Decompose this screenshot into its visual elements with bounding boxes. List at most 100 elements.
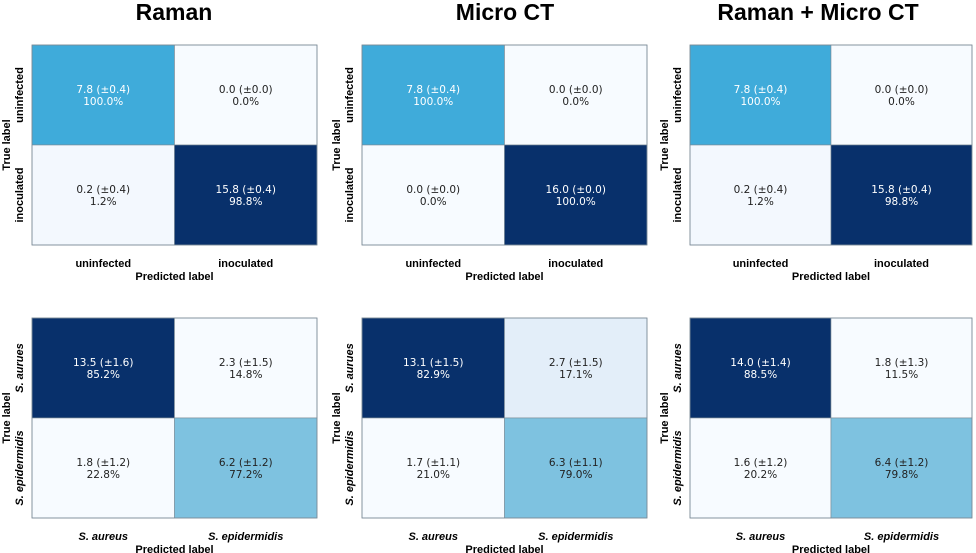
cell-percent-label: 22.8% <box>87 469 120 481</box>
cell-count-label: 6.3 (±1.1) <box>549 457 603 469</box>
cell-percent-label: 98.8% <box>229 196 262 208</box>
cell-percent-label: 100.0% <box>413 96 453 108</box>
confusion-matrix-panel: 7.8 (±0.4)100.0% 0.0 (±0.0)0.0% 0.2 (±0.4)… <box>1 44 318 283</box>
x-axis-label: Predicted label <box>135 271 213 283</box>
y-axis-label: True label <box>331 392 343 443</box>
matrix-cell <box>689 144 832 246</box>
matrix-frame <box>31 44 318 246</box>
x-axis-label: Predicted label <box>465 544 543 553</box>
y-tick-label: S. aurues <box>672 343 684 393</box>
confusion-matrix-panel: 13.1 (±1.5)82.9%2.7 (±1.5)17.1%1.7 (±1.1… <box>331 317 648 553</box>
cell-count-label: 0.0 (±0.0) <box>406 184 460 196</box>
cell-count-label: 7.8 (±0.4) <box>406 84 460 96</box>
x-tick-label: S. epidermidis <box>208 531 283 543</box>
x-tick-label: inoculated <box>218 258 273 270</box>
cell-count-label: 16.0 (±0.0) <box>546 184 606 196</box>
cell-count-label: 0.0 (±0.0) <box>549 84 603 96</box>
cell-percent-label: 100.0% <box>556 196 596 208</box>
matrix-cell <box>504 144 648 246</box>
cell-percent-label: 0.0% <box>562 96 589 108</box>
cell-count-label: 13.5 (±1.6) <box>73 357 133 369</box>
x-axis-label: Predicted label <box>465 271 543 283</box>
x-tick-label: S. epidermidis <box>538 531 613 543</box>
matrix-frame <box>361 317 648 519</box>
matrix-cell <box>361 417 505 519</box>
cell-count-label: 6.2 (±1.2) <box>219 457 273 469</box>
cell-count-label: 14.0 (±1.4) <box>730 357 790 369</box>
x-axis-label: Predicted label <box>135 544 213 553</box>
column-title-raman-micro-ct: Raman + Micro CT <box>717 0 918 25</box>
cell-count-label: 15.8 (±0.4) <box>216 184 276 196</box>
x-tick-label: inoculated <box>548 258 603 270</box>
y-axis-label: True label <box>1 119 13 170</box>
cell-count-label: 1.6 (±1.2) <box>734 457 788 469</box>
x-tick-label: S. epidermidis <box>864 531 939 543</box>
y-tick-label: S. epidermidis <box>14 430 26 505</box>
cell-count-label: 0.0 (±0.0) <box>219 84 273 96</box>
cell-percent-label: 98.8% <box>885 196 918 208</box>
y-tick-label: S. epidermidis <box>672 430 684 505</box>
cell-count-label: 1.8 (±1.3) <box>875 357 929 369</box>
cell-percent-label: 79.8% <box>885 469 918 481</box>
confusion-matrix-panel: 13.5 (±1.6)85.2% 2.3 (±1.5)14.8% 1.8 (±1.2… <box>1 317 318 553</box>
cell-percent-label: 0.0% <box>888 96 915 108</box>
matrix-frame <box>689 44 973 246</box>
matrix-cell <box>174 44 318 146</box>
x-tick-label: uninfected <box>405 258 461 270</box>
x-tick-label: inoculated <box>874 258 929 270</box>
y-tick-label: inoculated <box>344 167 356 222</box>
x-tick-label: S. aureus <box>408 531 458 543</box>
matrix-cell <box>31 144 175 246</box>
matrix-cell <box>361 317 505 419</box>
matrix-frame <box>361 44 648 246</box>
cell-percent-label: 85.2% <box>87 369 120 381</box>
cell-count-label: 7.8 (±0.4) <box>734 84 788 96</box>
matrix-cell <box>504 44 648 146</box>
cell-count-label: 0.2 (±0.4) <box>734 184 788 196</box>
y-tick-label: S. aurues <box>344 343 356 393</box>
cell-count-label: 7.8 (±0.4) <box>76 84 130 96</box>
cell-percent-label: 0.0% <box>232 96 259 108</box>
matrix-cell <box>689 417 832 519</box>
x-axis-label: Predicted label <box>792 544 870 553</box>
cell-count-label: 2.7 (±1.5) <box>549 357 603 369</box>
cell-count-label: 0.2 (±0.4) <box>76 184 130 196</box>
matrix-cell <box>504 317 648 419</box>
matrix-cell <box>689 317 832 419</box>
cell-count-label: 15.8 (±0.4) <box>871 184 931 196</box>
cell-count-label: 1.8 (±1.2) <box>76 457 130 469</box>
y-tick-label: uninfected <box>14 67 26 123</box>
y-tick-label: S. aurues <box>14 343 26 393</box>
matrix-cell <box>504 417 648 519</box>
y-axis-label: True label <box>1 392 13 443</box>
cell-percent-label: 82.9% <box>417 369 450 381</box>
y-tick-label: S. epidermidis <box>344 430 356 505</box>
matrix-cell <box>830 317 973 419</box>
x-axis-label: Predicted label <box>792 271 870 283</box>
cell-percent-label: 0.0% <box>420 196 447 208</box>
cell-count-label: 2.3 (±1.5) <box>219 357 273 369</box>
cell-percent-label: 20.2% <box>744 469 777 481</box>
y-tick-label: uninfected <box>344 67 356 123</box>
matrix-cell <box>174 317 318 419</box>
cell-percent-label: 88.5% <box>744 369 777 381</box>
cell-percent-label: 100.0% <box>83 96 123 108</box>
y-tick-label: inoculated <box>672 167 684 222</box>
x-tick-label: S. aureus <box>78 531 128 543</box>
cell-percent-label: 14.8% <box>229 369 262 381</box>
y-axis-label: True label <box>331 119 343 170</box>
matrix-cell <box>174 144 318 246</box>
y-axis-label: True label <box>659 392 671 443</box>
matrix-cell <box>830 144 973 246</box>
cell-count-label: 6.4 (±1.2) <box>875 457 929 469</box>
x-tick-label: uninfected <box>75 258 131 270</box>
x-tick-label: S. aureus <box>736 531 786 543</box>
cell-percent-label: 17.1% <box>559 369 592 381</box>
y-tick-label: uninfected <box>672 67 684 123</box>
matrix-cell <box>174 417 318 519</box>
column-title-raman: Raman <box>136 0 213 25</box>
matrix-frame <box>689 317 973 519</box>
matrix-cell <box>830 417 973 519</box>
cell-percent-label: 79.0% <box>559 469 592 481</box>
